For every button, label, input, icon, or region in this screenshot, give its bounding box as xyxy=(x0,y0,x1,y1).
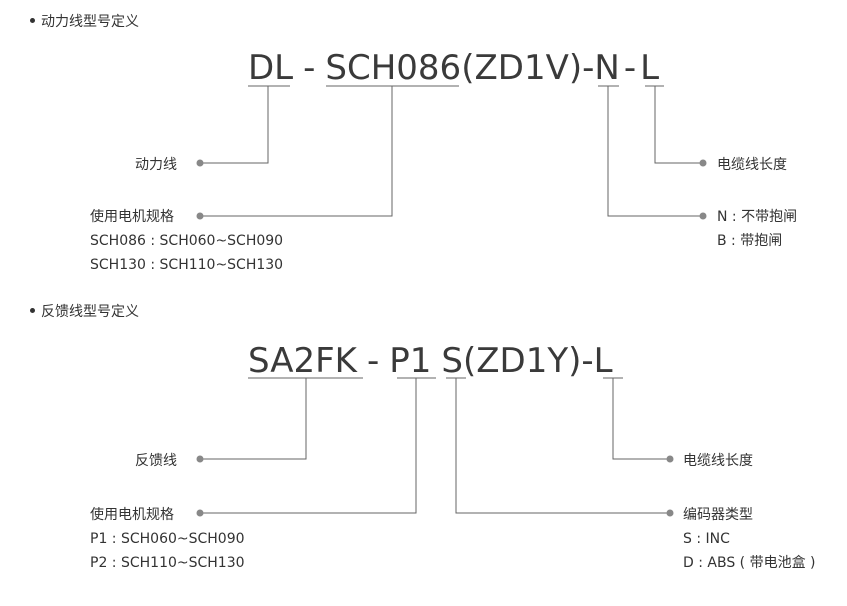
connector-motor-spec xyxy=(200,378,417,514)
section-title-feedback: 反馈线型号定义 xyxy=(30,301,139,321)
label-feedback-line: 反馈线 xyxy=(135,453,177,469)
connector-dot xyxy=(196,159,204,167)
connector-motor-spec xyxy=(200,86,393,217)
code-dash: - xyxy=(623,48,637,88)
connector-dot xyxy=(196,509,204,517)
spec-line: P1 : SCH060~SCH090 xyxy=(90,531,245,547)
connector-cable-length xyxy=(612,378,670,460)
label-encoder-type: 编码器类型 xyxy=(683,507,753,523)
code-dash: - xyxy=(303,48,316,88)
spec-line: SCH086 : SCH060~SCH090 xyxy=(90,233,284,249)
code-part-n: N xyxy=(594,48,620,88)
label-motor-spec: 使用电机规格 xyxy=(90,507,174,523)
code-part-dl: DL xyxy=(248,48,294,88)
connector-dot xyxy=(666,455,674,463)
connector-cable-length xyxy=(654,86,703,164)
code-part-sch086: SCH086 xyxy=(325,48,462,88)
connector-dot xyxy=(699,212,707,220)
connector-dot xyxy=(699,159,707,167)
label-brake-n: N : 不带抱闸 xyxy=(717,209,798,225)
code-dash: - xyxy=(582,48,595,88)
label-cable-length: 电缆线长度 xyxy=(683,453,753,469)
spec-line: SCH130 : SCH110~SCH130 xyxy=(90,257,284,273)
connector-dot xyxy=(666,509,674,517)
label-brake-b: B : 带抱闸 xyxy=(717,233,783,249)
label-cable-length: 电缆线长度 xyxy=(717,157,787,173)
connector-dot xyxy=(196,212,204,220)
bullet-icon xyxy=(30,17,35,23)
connector-power-line xyxy=(200,86,269,164)
code-dash: - xyxy=(581,341,594,381)
connector-brake xyxy=(607,86,703,217)
power-cable-model-code: DL-SCH086(ZD1V)-N-L xyxy=(248,48,659,88)
code-part-p1: P1 xyxy=(389,341,432,381)
bullet-icon xyxy=(30,307,35,313)
code-part-zd1v: (ZD1V) xyxy=(461,48,583,88)
connector-encoder xyxy=(455,378,670,514)
connector-dot xyxy=(196,455,204,463)
code-part-l: L xyxy=(593,341,613,381)
code-part-zd1y: (ZD1Y) xyxy=(462,341,582,381)
section-title-power: 动力线型号定义 xyxy=(30,11,139,31)
code-part-sa2fk: SA2FK xyxy=(248,341,357,381)
label-encoder-d: D : ABS ( 带电池盒 ) xyxy=(683,555,816,571)
label-power-line: 动力线 xyxy=(135,157,177,173)
code-dash: - xyxy=(366,341,380,381)
label-motor-spec: 使用电机规格 xyxy=(90,209,174,225)
code-part-s: S xyxy=(441,341,463,381)
code-part-l: L xyxy=(640,48,660,88)
label-encoder-s: S : INC xyxy=(683,531,730,547)
spec-line: P2 : SCH110~SCH130 xyxy=(90,555,245,571)
connector-feedback-line xyxy=(200,378,307,460)
